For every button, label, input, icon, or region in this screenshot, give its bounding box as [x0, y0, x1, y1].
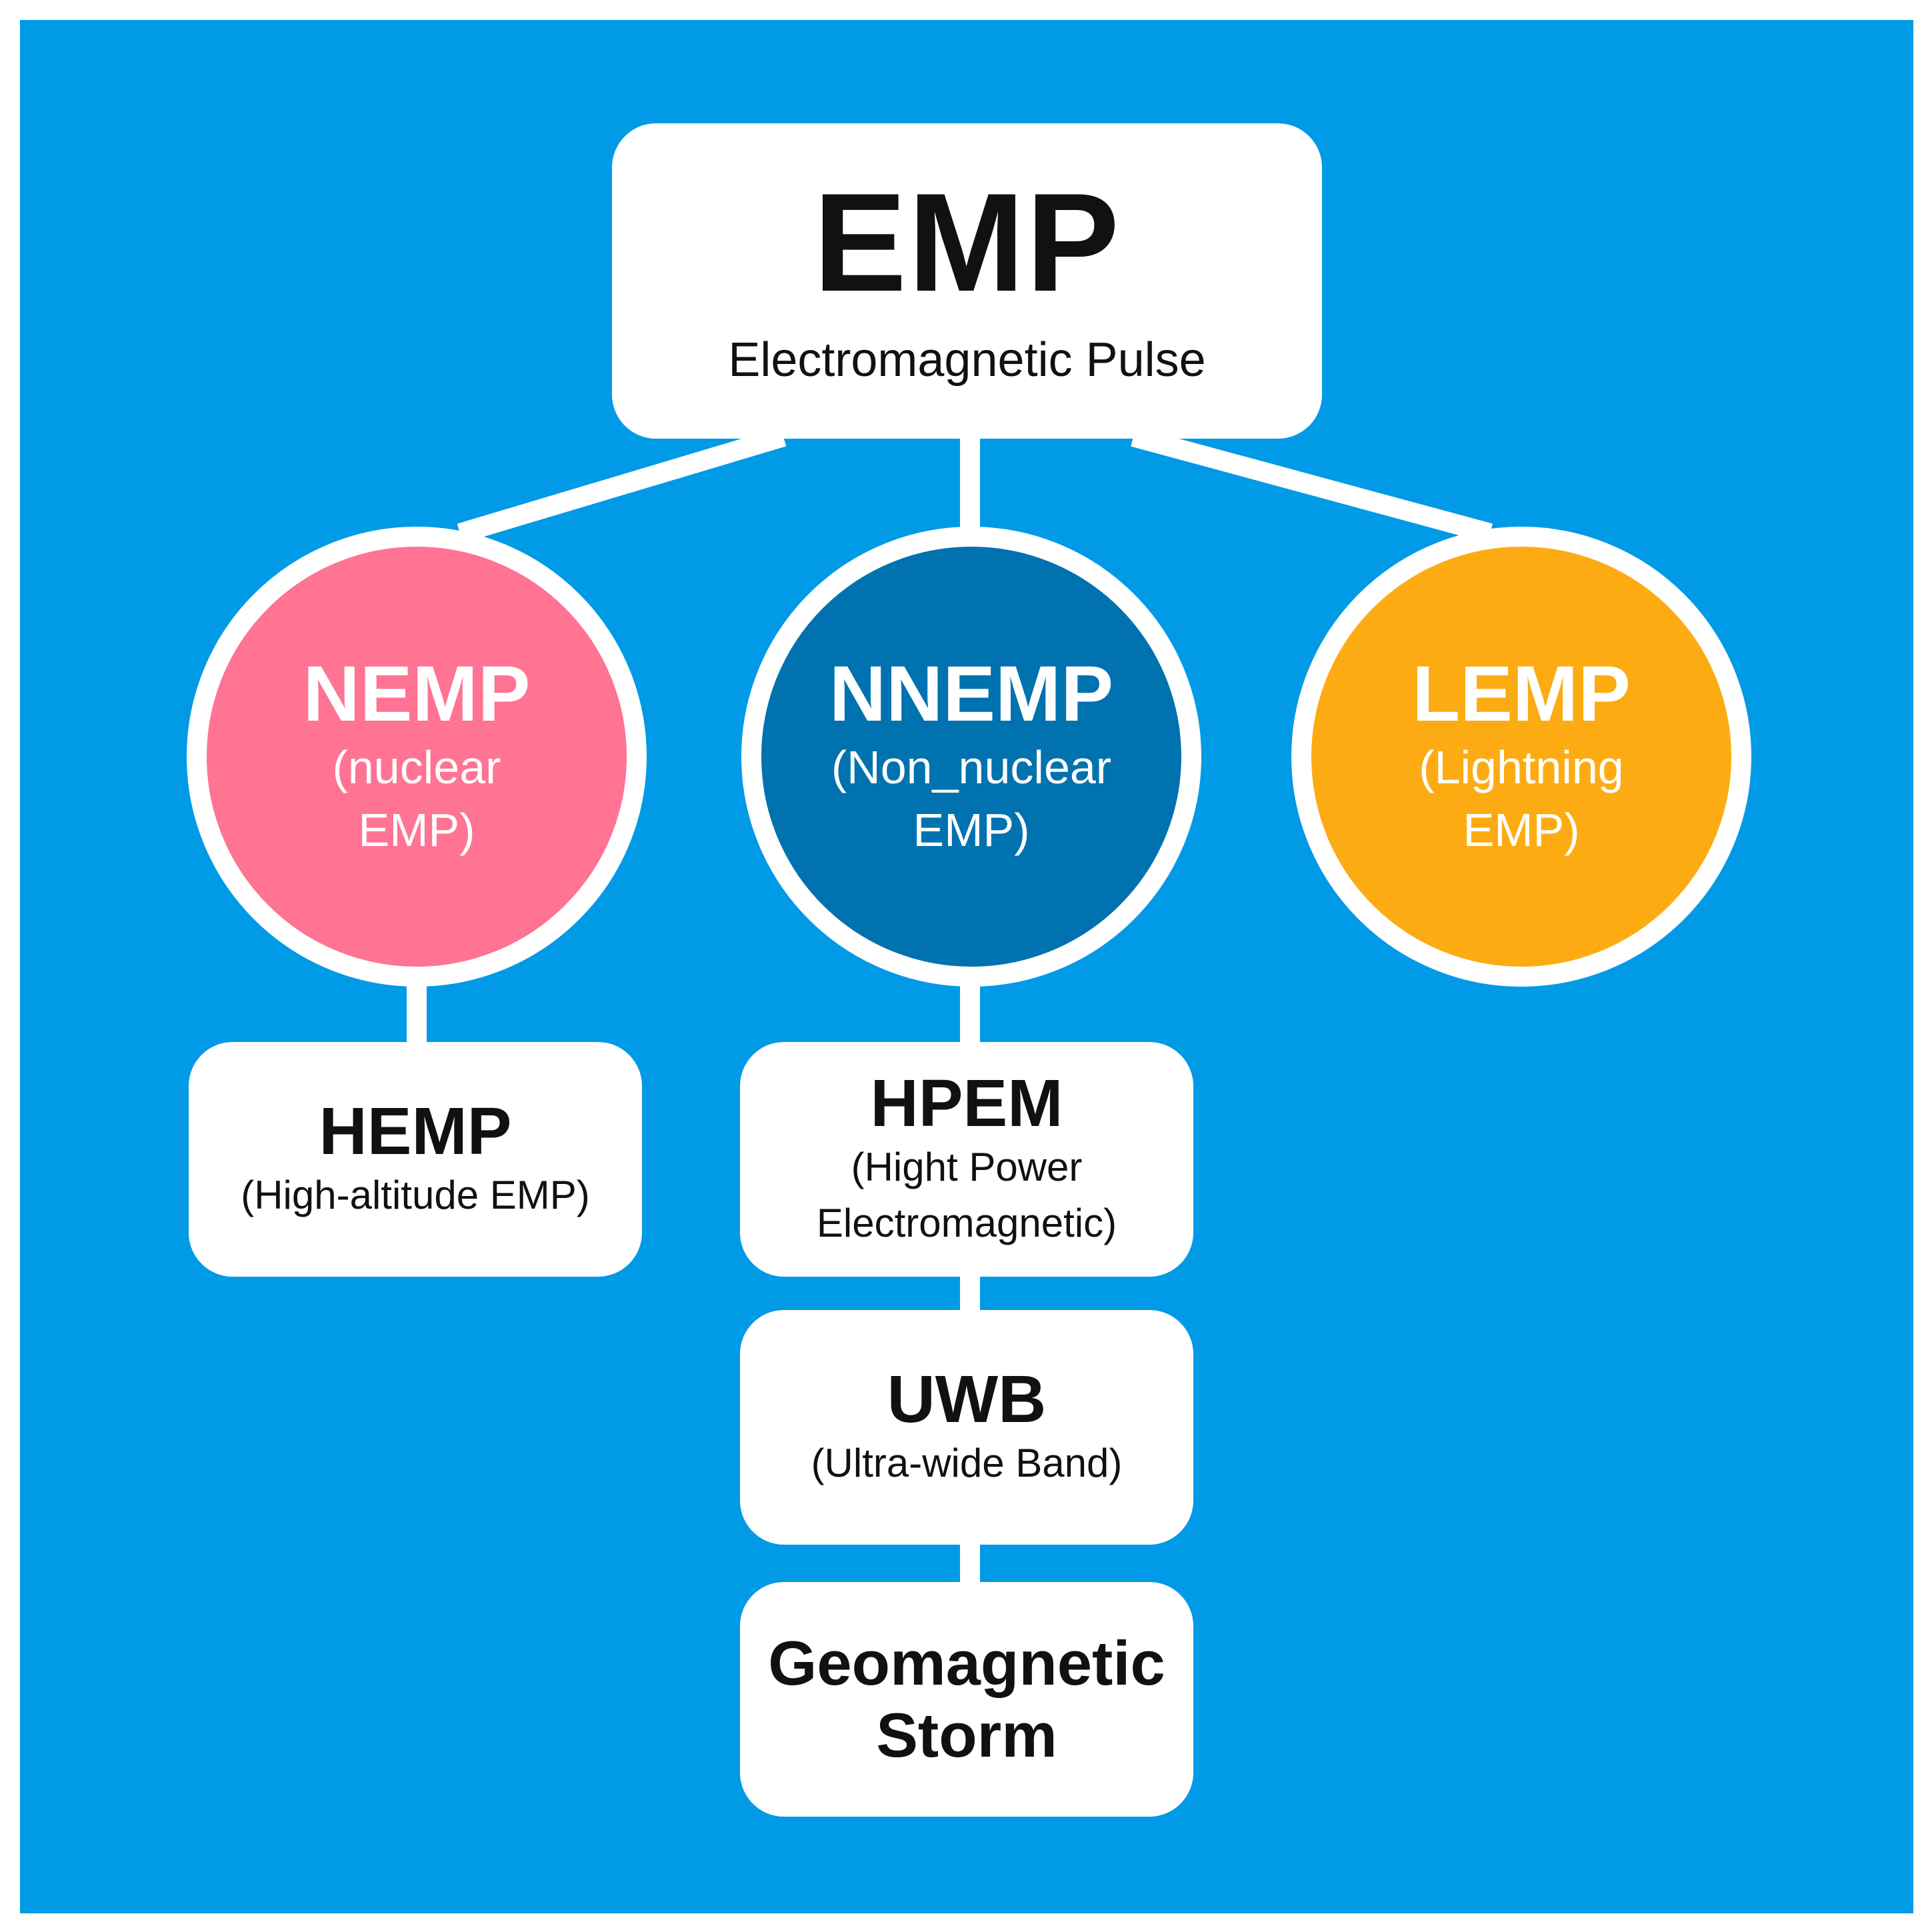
nnemp-title: NNEMP: [829, 649, 1114, 738]
hpem-subtitle: (Hight Power Electromagnetic): [816, 1145, 1117, 1245]
geomagnetic-storm-title: Geomagnetic Storm: [768, 1628, 1165, 1770]
nemp-subtitle: (nuclear EMP): [332, 741, 501, 856]
uwb-subtitle: (Ultra-wide Band): [811, 1441, 1123, 1485]
geomagnetic-storm-box: Geomagnetic Storm: [740, 1582, 1193, 1817]
hemp-subtitle: (High-altitude EMP): [241, 1173, 590, 1217]
nnemp-subtitle: (Non_nuclear EMP): [831, 741, 1112, 856]
connector-emp-nemp: [457, 427, 787, 543]
hpem-box: HPEM (Hight Power Electromagnetic): [740, 1042, 1193, 1277]
nnemp-circle: NNEMP (Non_nuclear EMP): [741, 527, 1201, 987]
hemp-box: HEMP (High-altitude EMP): [189, 1042, 642, 1277]
nemp-circle: NEMP (nuclear EMP): [187, 527, 647, 987]
hemp-title: HEMP: [319, 1094, 512, 1169]
emp-title: EMP: [813, 163, 1121, 321]
nemp-title: NEMP: [303, 649, 531, 738]
lemp-subtitle: (Lightning EMP): [1419, 741, 1624, 856]
emp-subtitle: Electromagnetic Pulse: [728, 333, 1206, 387]
lemp-circle: LEMP (Lightning EMP): [1291, 527, 1751, 987]
lemp-title: LEMP: [1412, 649, 1631, 738]
uwb-box: UWB (Ultra-wide Band): [740, 1310, 1193, 1545]
connector-emp-lemp: [1131, 427, 1493, 543]
emp-root-box: EMP Electromagnetic Pulse: [612, 123, 1322, 439]
uwb-title: UWB: [887, 1362, 1047, 1437]
hpem-title: HPEM: [870, 1066, 1063, 1141]
